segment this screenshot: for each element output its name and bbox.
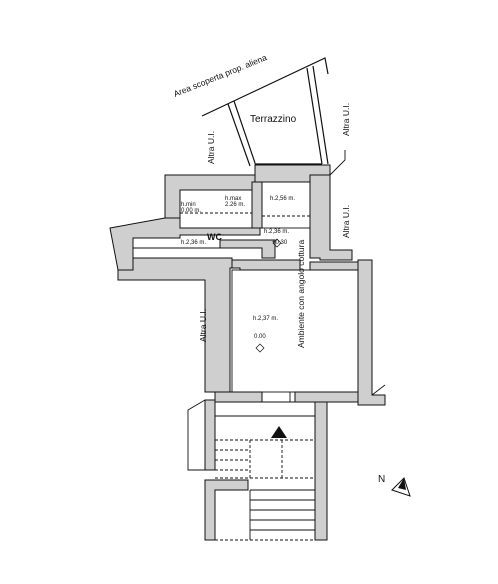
height-236-right-label: h.2,36 m. [264,229,289,235]
height-236-wc-label: h.2,36 m. [181,240,206,246]
wc-label: WC [207,232,222,242]
entry-arrow-icon [271,426,287,438]
altra-ui-left-label: Altra U.I. [198,309,208,342]
ambiente-label: Ambiente con angolo cottura [296,240,306,348]
hmin-label: h.min [181,202,196,208]
hmax-value: 2.26 m. [225,202,245,208]
level-030-label: +0.30 [272,240,288,246]
height-237-label: h.2,37 m. [253,316,278,322]
height-256-label: h.2,56 m. [270,196,295,202]
altra-ui-right-label: Altra U.I. [341,205,351,238]
level-marker-icon [255,343,265,353]
hmin-value: 0.00 m. [181,208,201,214]
north-arrow-icon [391,477,411,497]
level-000-label: 0.00 [254,334,266,340]
interior-lines [133,150,386,541]
terrazzino-label: Terrazzino [250,114,297,125]
terrace-outline [201,57,329,167]
hmax-label: h.max [225,196,241,202]
altra-ui-top-right-label: Altra U.I. [341,103,351,136]
altra-ui-top-left-label: Altra U.I. [206,131,216,164]
north-label: N [378,474,385,485]
level-marker-icon [272,238,282,248]
walls [109,164,386,541]
